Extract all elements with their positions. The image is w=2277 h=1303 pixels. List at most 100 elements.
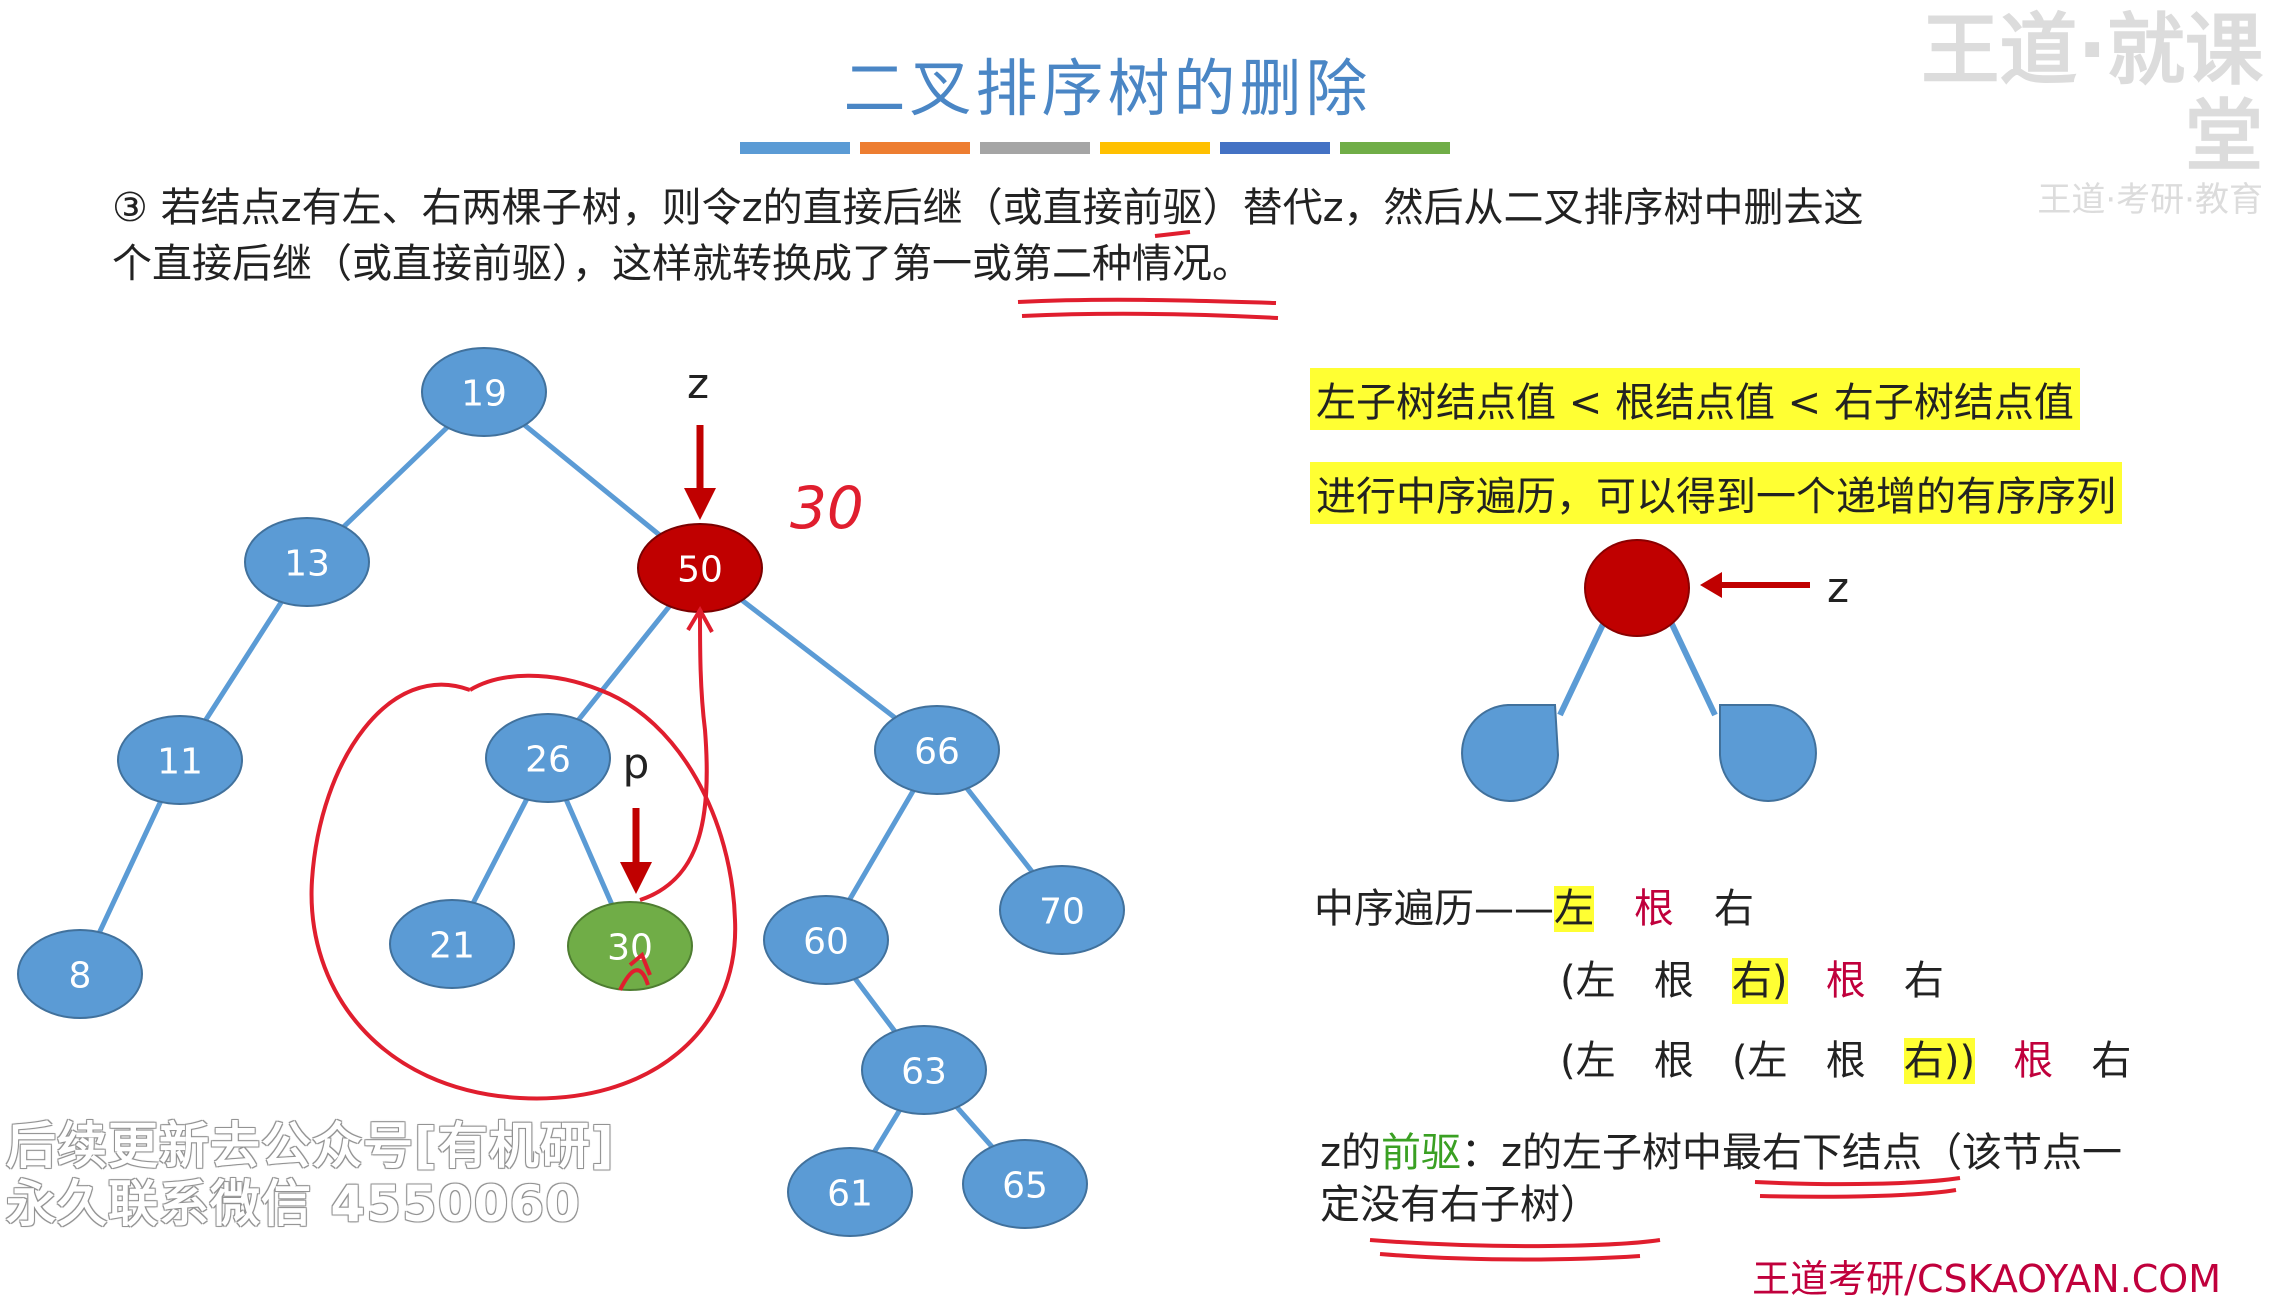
node-shape <box>485 713 611 803</box>
title-color-bar <box>740 142 1450 154</box>
node-label: 70 <box>1039 892 1085 933</box>
p-marker-label: p <box>623 739 650 788</box>
case3-description-line2: 个直接后继（或直接前驱），这样就转换成了第一或第二种情况。 <box>112 241 1252 287</box>
node-label: 60 <box>803 922 849 963</box>
trav3-item: 右 <box>2091 1038 2132 1084</box>
tree-node-65: 65 <box>962 1139 1088 1229</box>
node-shape <box>962 1139 1088 1229</box>
color-segment <box>860 142 970 154</box>
node-label: 13 <box>284 544 330 585</box>
tree-node-13: 13 <box>244 517 370 607</box>
node-shape <box>117 715 243 805</box>
trav3-item: (左 <box>1731 1038 1788 1084</box>
tree-node-66: 66 <box>874 705 1000 795</box>
trav2-item: 右 <box>1903 958 1944 1004</box>
node-label: 50 <box>677 550 723 591</box>
inorder-prefix: 中序遍历—— <box>1314 886 1554 932</box>
page-title: 二叉排序树的删除 <box>843 52 1372 125</box>
schematic-diagram <box>1461 539 1817 802</box>
node-label: 26 <box>525 740 571 781</box>
z-node-schematic <box>1584 539 1690 637</box>
inorder-line1: 中序遍历——左根右 <box>1314 884 1754 934</box>
node-shape <box>763 895 889 985</box>
inorder-note: 进行中序遍历，可以得到一个递增的有序序列 <box>1310 462 2122 524</box>
color-segment <box>1100 142 1210 154</box>
left-subtree-shape <box>1461 704 1560 802</box>
predecessor-line1: z的前驱：z的左子树中最右下结点（该节点一 <box>1320 1128 2122 1178</box>
handwritten-30: 30 <box>790 474 864 542</box>
schematic-z-label: z <box>1827 563 1849 612</box>
handwritten-arrow-to-50 <box>639 611 709 902</box>
logo-line2: 王道·考研·教育 <box>2037 180 2263 220</box>
bst-property-note: 左子树结点值 < 根结点值 < 右子树结点值 <box>1310 368 2080 430</box>
trav3-item: 根 <box>1653 1038 1694 1084</box>
tree-node-63: 63 <box>861 1025 987 1115</box>
trav2-item: (左 <box>1560 958 1616 1004</box>
pred-rest-a: ：z的左子树中 <box>1461 1130 1722 1176</box>
pred-rest-c: （该节点一 <box>1922 1130 2122 1176</box>
node-shape <box>244 517 370 607</box>
trav3-item: 根 <box>2013 1038 2054 1084</box>
node-shape <box>861 1025 987 1115</box>
logo-line1: 王道·就课堂 <box>1921 6 2263 182</box>
z-marker-label: z <box>687 359 709 408</box>
pred-term: 前驱 <box>1381 1130 1461 1176</box>
tree-node-21: 21 <box>389 899 515 989</box>
node-shape <box>999 865 1125 955</box>
trav-left: 左 <box>1554 886 1594 932</box>
brand-logo: 王道·就课堂 王道·考研·教育 <box>1893 8 2263 220</box>
handwritten-underline <box>1754 1176 1961 1199</box>
watermark-line2: 永久联系微信 4550060 <box>6 1175 581 1233</box>
pred-z: z的 <box>1320 1130 1381 1176</box>
node-shape <box>787 1147 913 1237</box>
tree-node-11: 11 <box>117 715 243 805</box>
tree-node-60: 60 <box>763 895 889 985</box>
inorder-line3: (左 根 (左 根 右)) 根 右 <box>1560 1036 2131 1086</box>
node-shape <box>567 901 693 991</box>
tree-node-50: 50 <box>637 523 763 613</box>
node-shape <box>17 929 143 1019</box>
pred-rest-b: 最右下结点 <box>1722 1130 1922 1176</box>
handwritten-arrowhead <box>686 605 714 633</box>
tree-node-8: 8 <box>17 929 143 1019</box>
node-shape <box>389 899 515 989</box>
node-label: 65 <box>1002 1166 1048 1207</box>
trav2-item: 根 <box>1825 958 1866 1004</box>
inorder-line2: (左 根 右) 根 右 <box>1560 956 1944 1006</box>
predecessor-line2: 定没有右子树） <box>1320 1182 1600 1228</box>
trav3-item: (左 <box>1560 1038 1616 1084</box>
z-arrow <box>684 425 716 520</box>
node-label: 8 <box>69 956 92 997</box>
node-label: 11 <box>157 742 203 783</box>
tree-node-61: 61 <box>787 1147 913 1237</box>
trav-right: 右 <box>1714 886 1754 932</box>
handwritten-mark <box>1154 230 1191 238</box>
node-label: 19 <box>461 374 507 415</box>
handwritten-underline <box>1369 1238 1661 1262</box>
node-label: 21 <box>429 926 475 967</box>
color-segment <box>740 142 850 154</box>
watermark-line1: 后续更新去公众号[有机研] <box>6 1117 615 1175</box>
node-label: 63 <box>901 1052 947 1093</box>
handwritten-arrowhead <box>618 951 652 991</box>
node-shape <box>874 705 1000 795</box>
source-credit: 王道考研/CSKAOYAN.COM <box>1752 1257 2221 1301</box>
tree-node-19: 19 <box>421 347 547 437</box>
case3-description-line1: ③ 若结点z有左、右两棵子树，则令z的直接后继（或直接前驱）替代z，然后从二叉排… <box>112 185 1864 231</box>
trav3-item: 根 <box>1825 1038 1866 1084</box>
node-label: 66 <box>914 732 960 773</box>
node-shape <box>421 347 547 437</box>
tree-node-26: 26 <box>485 713 611 803</box>
handwritten-circle <box>309 673 738 1101</box>
node-label: 61 <box>827 1174 873 1215</box>
tree-node-70: 70 <box>999 865 1125 955</box>
trav-root: 根 <box>1634 886 1674 932</box>
color-segment <box>1220 142 1330 154</box>
trav2-item: 根 <box>1653 958 1694 1004</box>
handwritten-underline <box>1017 297 1279 320</box>
color-segment <box>1340 142 1450 154</box>
color-segment <box>980 142 1090 154</box>
right-subtree-shape <box>1719 704 1817 802</box>
p-arrow <box>620 808 652 894</box>
